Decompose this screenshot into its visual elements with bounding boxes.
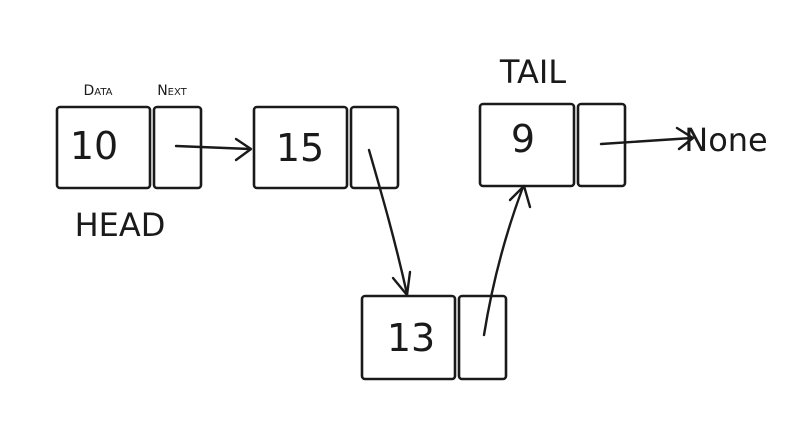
node-10-value: 10 — [70, 124, 118, 168]
arrow-10-to-15 — [174, 137, 253, 162]
node-9-value: 9 — [511, 117, 535, 161]
node-15: 15 — [252, 105, 400, 190]
node-13-data-cell — [360, 294, 457, 381]
node-15-data-cell — [252, 105, 349, 190]
tail-label: TAIL — [499, 53, 566, 91]
node-10: 10 — [55, 105, 203, 190]
arrow-9-to-none — [599, 126, 695, 151]
arrow-15-to-13 — [367, 148, 412, 297]
data-column-label: Data — [83, 83, 112, 99]
node-13: 13 — [360, 294, 508, 381]
node-15-next-cell — [349, 105, 400, 190]
node-9-data-cell — [478, 102, 576, 188]
next-column-label: Next — [157, 83, 187, 99]
none-label: None — [684, 121, 767, 159]
node-15-value: 15 — [276, 126, 324, 170]
arrow-13-to-9 — [482, 184, 532, 337]
node-13-value: 13 — [387, 316, 435, 360]
head-label: HEAD — [75, 206, 166, 244]
node-13-next-cell — [457, 294, 508, 381]
node-10-data-cell — [55, 105, 152, 190]
